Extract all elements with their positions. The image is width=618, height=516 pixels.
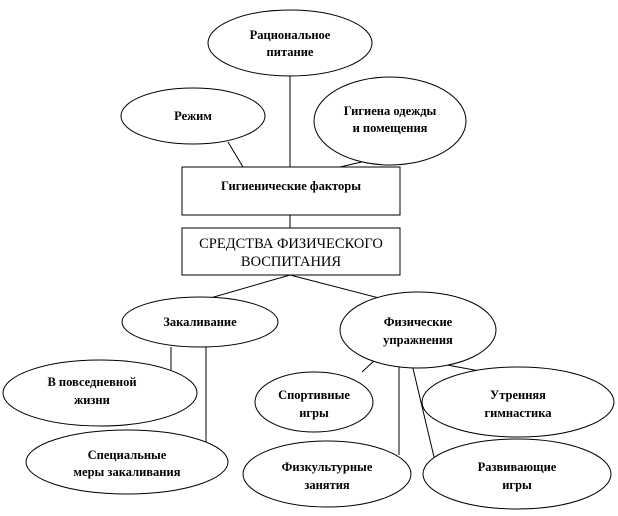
node-label: Утренняя — [490, 388, 546, 402]
node-label: СРЕДСТВА ФИЗИЧЕСКОГО — [199, 236, 383, 252]
node-regime: Режим — [120, 87, 266, 145]
connector-regime — [227, 141, 244, 168]
node-label: питание — [267, 45, 314, 59]
connector-dev-games — [410, 359, 435, 458]
node-label: меры закаливания — [74, 465, 181, 479]
node-label: занятия — [304, 478, 350, 492]
node-label: Физкультурные — [282, 460, 373, 474]
node-morning-gymnastics: Утренняя гимнастика — [421, 366, 615, 438]
node-label: жизни — [74, 393, 110, 407]
connector-means-exercises — [289, 274, 388, 301]
node-label: В повседневной — [47, 375, 136, 389]
node-label: Гигиена одежды — [344, 104, 437, 118]
node-label: ВОСПИТАНИЯ — [241, 254, 341, 270]
node-sport-games: Спортивные игры — [254, 371, 374, 433]
node-hardening: Закаливание — [121, 296, 279, 348]
node-label: Закаливание — [163, 315, 237, 329]
node-label: упражнения — [383, 333, 453, 347]
node-label: Гигиенические факторы — [221, 179, 361, 193]
node-label: Спортивные — [278, 388, 350, 402]
node-hygiene-clothes: Гигиена одежды и помещения — [313, 76, 467, 166]
box-hygienic-factors: Гигиенические факторы — [181, 166, 401, 216]
connector-means-hardening — [206, 274, 291, 300]
node-label: Рациональное — [250, 28, 331, 42]
node-label: Режим — [174, 109, 212, 123]
node-pe-classes: Физкультурные занятия — [242, 440, 412, 508]
connector-sport-games — [361, 359, 376, 373]
node-nutrition: Рациональное питание — [207, 9, 373, 77]
node-label: и помещения — [353, 121, 428, 135]
node-label: Специальные — [88, 448, 167, 462]
node-label: игры — [299, 406, 329, 420]
node-everyday-life: В повседневной жизни — [2, 359, 198, 427]
node-label: игры — [502, 478, 532, 492]
node-special-hardening: Специальные меры закаливания — [25, 429, 229, 495]
node-developing-games: Развивающие игры — [422, 438, 612, 510]
node-label: гимнастика — [485, 406, 553, 420]
node-exercises: Физические упражнения — [339, 291, 497, 369]
box-means-of-physical-education: СРЕДСТВА ФИЗИЧЕСКОГО ВОСПИТАНИЯ — [181, 227, 401, 276]
node-label: Развивающие — [478, 460, 557, 474]
node-label: Физические — [384, 315, 453, 329]
